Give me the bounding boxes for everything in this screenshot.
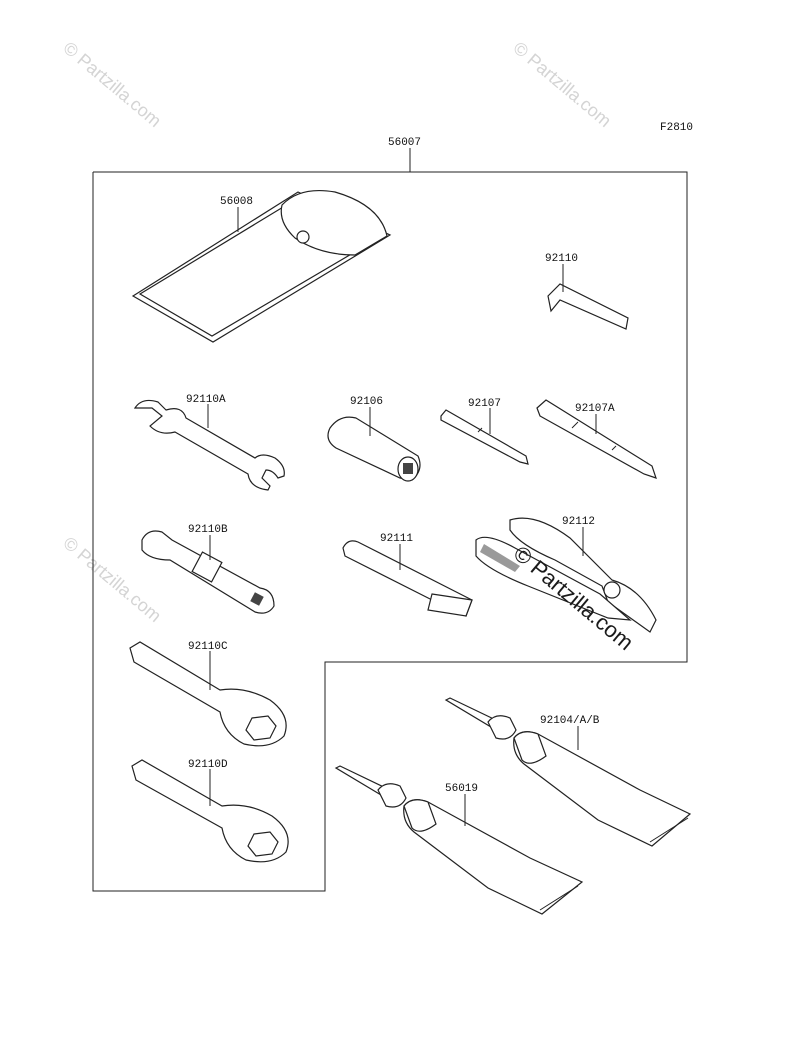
open-end-wrench (133, 399, 285, 491)
ring-wrench-d (131, 759, 289, 863)
screwdriver-bit (440, 409, 529, 465)
label-screwdriver: 92107 (468, 398, 501, 410)
grease-tube-2 (334, 765, 584, 915)
label-extension: 92111 (380, 533, 413, 545)
label-tube-1: 92104/A/B (540, 715, 600, 727)
extension-bar (342, 540, 473, 617)
box-wrench (141, 530, 275, 614)
label-pliers: 92112 (562, 516, 595, 528)
label-tube-2: 56019 (445, 783, 478, 795)
pouch (131, 189, 392, 343)
label-ring-wrench-d: 92110D (188, 759, 228, 771)
watermark-top-left: © Partzilla.com (59, 38, 165, 131)
label-kit: 56007 (388, 137, 421, 149)
watermark-top-right: © Partzilla.com (509, 38, 615, 131)
pouch-button-icon (296, 230, 310, 244)
label-box-wrench: 92110B (188, 524, 228, 536)
figure-code: F2810 (660, 122, 693, 134)
label-ring-wrench-c: 92110C (188, 641, 228, 653)
pliers (475, 517, 657, 633)
screwdriver-bit-a (536, 399, 657, 479)
hex-key (547, 283, 629, 330)
label-pouch: 56008 (220, 196, 253, 208)
ring-wrench-c (129, 641, 287, 747)
label-screwdriver-a: 92107A (575, 403, 615, 415)
kit-outline (92, 171, 688, 892)
label-hex-key: 92110 (545, 253, 578, 265)
label-handle: 92106 (350, 396, 383, 408)
label-wrench-a: 92110A (186, 394, 226, 406)
grease-tube-1 (444, 697, 692, 847)
socket-handle (327, 416, 421, 482)
